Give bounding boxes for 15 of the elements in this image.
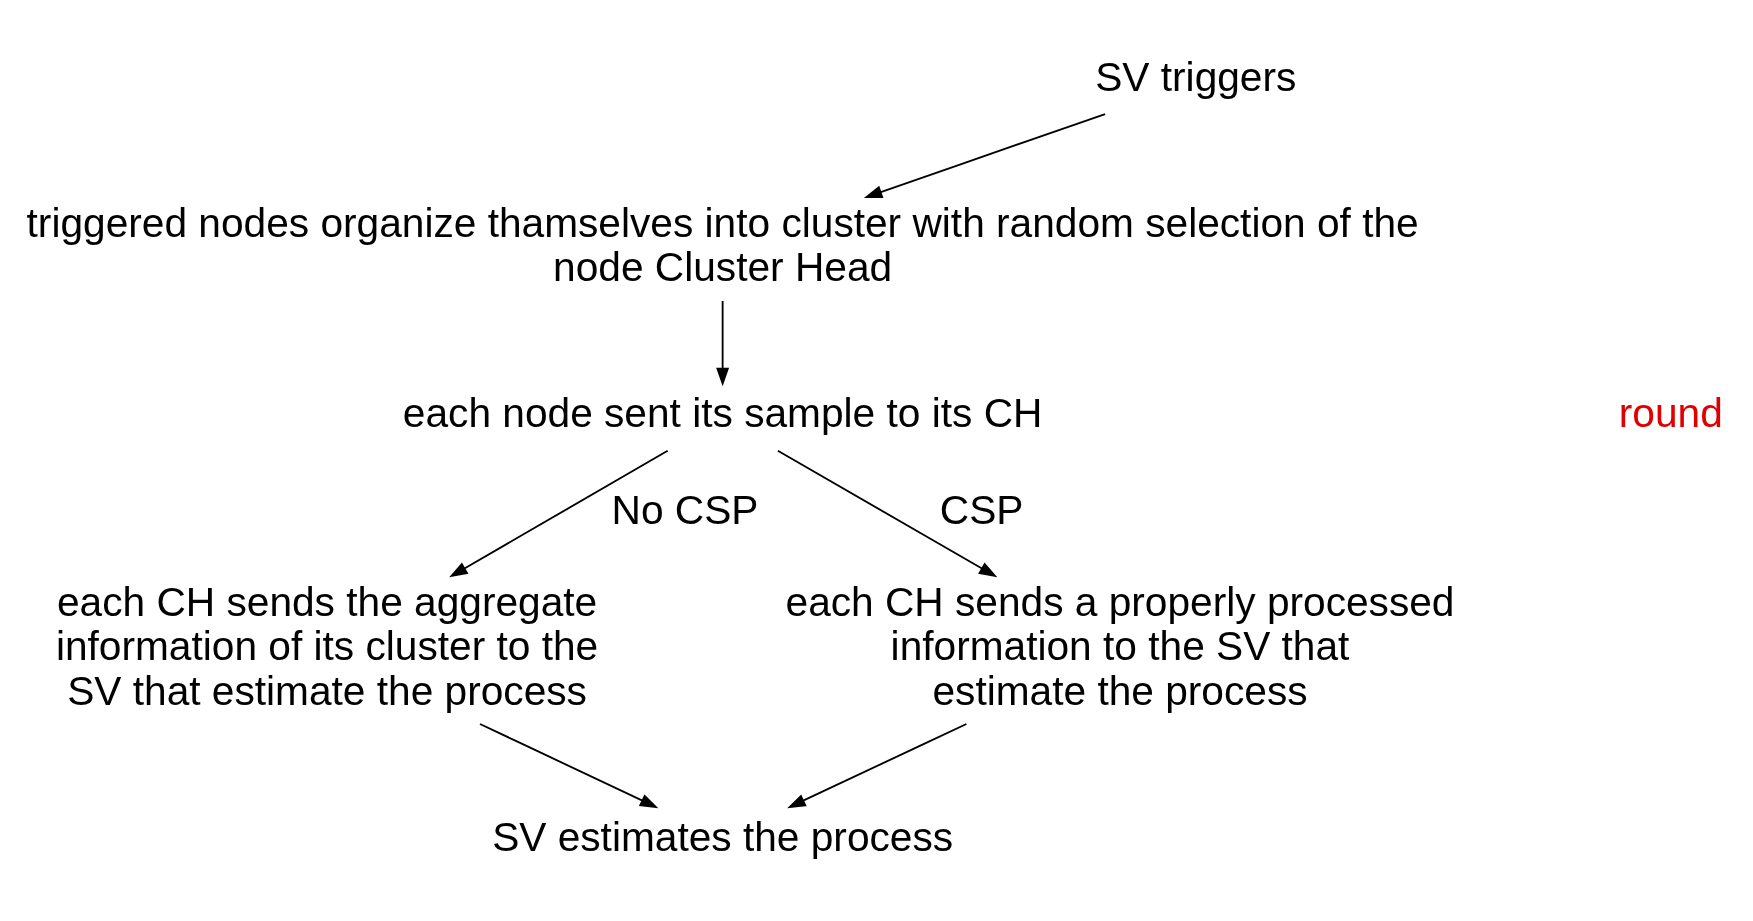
arrow [449, 449, 669, 578]
node-text: triggered nodes organize thamselves into cluster with random selection of the node Cluster Head [26, 200, 1419, 291]
arrow [776, 449, 998, 578]
node-text: each node sent its sample to its CH [402, 390, 1043, 437]
edge-label: CSP [939, 486, 1023, 533]
node-text: each CH sends a properly processed information to the SV that estimate the process [785, 578, 1455, 714]
edge-label: No CSP [611, 486, 758, 533]
arrow [787, 723, 968, 809]
arrow [716, 300, 730, 387]
node-text: SV triggers [1095, 54, 1297, 101]
node-text: each CH sends the aggregate information of its cluster to the SV that estimate the process [55, 578, 599, 714]
arrow [863, 113, 1107, 198]
label: round [1618, 390, 1723, 437]
node-text: SV estimates the process [492, 813, 954, 860]
arrow [479, 723, 659, 809]
